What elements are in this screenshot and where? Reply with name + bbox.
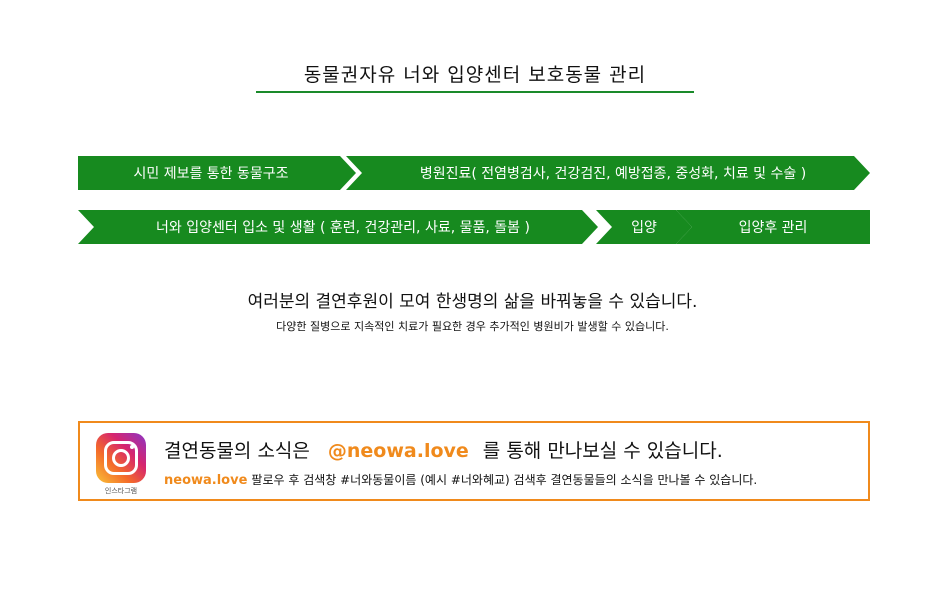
instagram-icon[interactable]	[96, 433, 146, 483]
instagram-handle-small[interactable]: neowa.love	[164, 473, 248, 488]
flow-step-adoption: 입양	[596, 210, 692, 244]
instagram-handle[interactable]: @neowa.love	[327, 440, 469, 462]
flow-step-label: 너와 입양센터 입소 및 생활 ( 훈련, 건강관리, 사료, 물품, 돌봄 )	[156, 220, 530, 236]
instagram-notice-box: 인스타그램 결연동물의 소식은 @neowa.love 를 통해 만나보실 수 있습…	[78, 421, 870, 501]
page-title: 동물권자유 너와 입양센터 보호동물 관리	[256, 60, 694, 93]
line1-prefix: 결연동물의 소식은	[164, 440, 310, 462]
flow-step-label: 병원진료( 전염병검사, 건강검진, 예방접종, 중성화, 치료 및 수술 )	[419, 166, 807, 182]
flow-step-center: 너와 입양센터 입소 및 생활 ( 훈련, 건강관리, 사료, 물품, 돌봄 )	[78, 210, 598, 244]
flow-step-rescue: 시민 제보를 통한 동물구조	[78, 156, 356, 190]
flow-step-hospital: 병원진료( 전염병검사, 건강검진, 예방접종, 중성화, 치료 및 수술 )	[346, 156, 870, 190]
sub-message: 다양한 질병으로 지속적인 치료가 필요한 경우 추가적인 병원비가 발생할 수…	[276, 320, 669, 333]
line1-suffix: 를 통해 만나보실 수 있습니다.	[482, 440, 723, 462]
flow-step-label: 입양후 관리	[738, 220, 808, 236]
line2-text: 팔로우 후 검색창 #너와동물이름 (예시 #너와혜교) 검색후 결연동물들의 …	[251, 473, 758, 487]
instagram-line1: 결연동물의 소식은 @neowa.love 를 통해 만나보실 수 있습니다.	[164, 436, 723, 463]
flow-step-label: 입양	[631, 220, 657, 236]
flow-step-label: 시민 제보를 통한 동물구조	[133, 166, 289, 182]
flow-step-aftercare: 입양후 관리	[676, 210, 870, 244]
instagram-logo-caption: 인스타그램	[104, 487, 138, 495]
main-message: 여러분의 결연후원이 모여 한생명의 삶을 바꿔놓을 수 있습니다.	[247, 292, 698, 312]
